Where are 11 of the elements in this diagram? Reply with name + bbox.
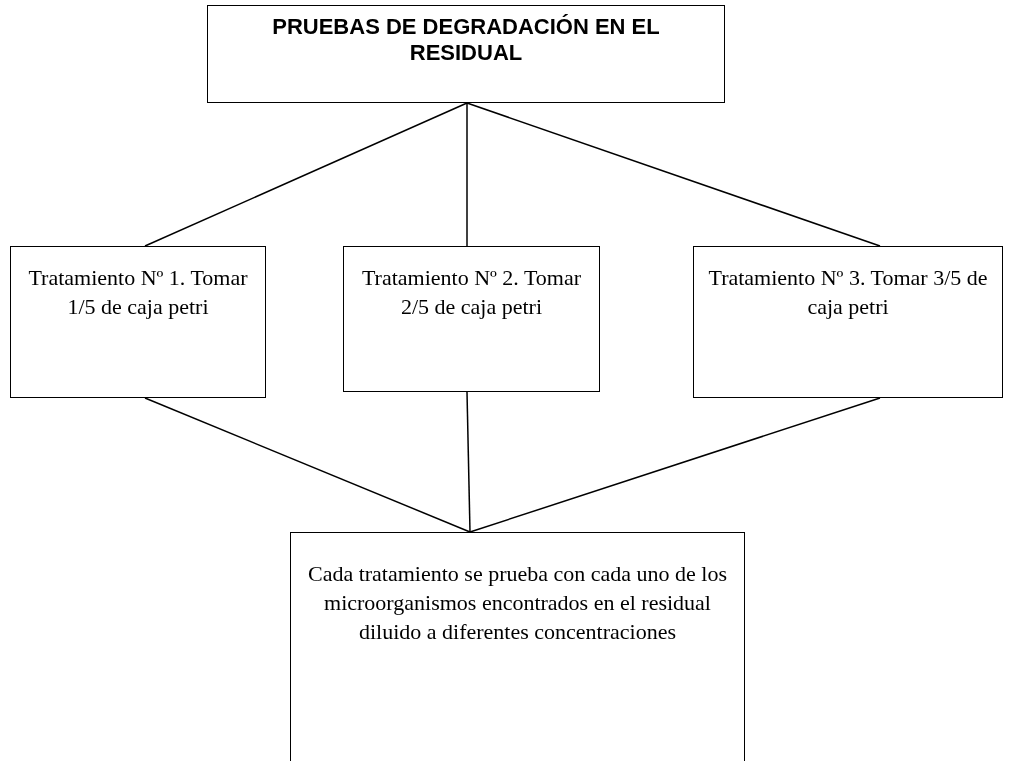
connector-line [466, 102, 468, 247]
title-box: PRUEBAS DE DEGRADACIÓN EN EL RESIDUAL [207, 5, 725, 103]
process-box: Tratamiento Nº 2. Tomar 2/5 de caja petri [343, 246, 600, 392]
process-box: Tratamiento Nº 1. Tomar 1/5 de caja petri [10, 246, 266, 398]
connector-line [466, 102, 881, 247]
process-box: Tratamiento Nº 3. Tomar 3/5 de caja petri [693, 246, 1003, 398]
connector-line [469, 397, 881, 533]
connector-line [466, 391, 471, 533]
connector-line [144, 102, 468, 247]
process-box: Cada tratamiento se prueba con cada uno de los microorganismos encontrados en el residual diluido a diferentes concentraciones [290, 532, 745, 761]
connector-line [144, 397, 471, 533]
